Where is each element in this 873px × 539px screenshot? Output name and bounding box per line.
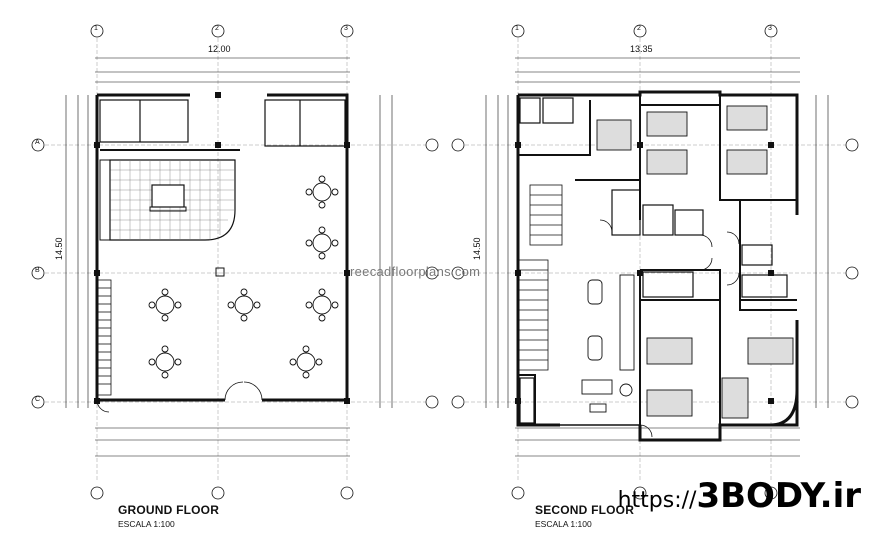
grid-col-label-2-second: 2	[637, 25, 641, 32]
ground-kitchen	[99, 159, 236, 241]
second-floor-scale: ESCALA 1:100	[535, 519, 592, 529]
ground-floor-title: GROUND FLOOR	[118, 503, 220, 517]
second-interior-walls	[518, 92, 797, 430]
watermark-text: reecadfloorplans.com	[350, 264, 481, 279]
second-bathrooms	[519, 97, 788, 424]
second-stairs	[517, 184, 563, 371]
grid-col-label-3: 3	[344, 25, 348, 32]
ground-bathrooms	[99, 99, 346, 151]
ground-doors	[96, 381, 263, 413]
second-grid-markers	[451, 24, 859, 500]
grid-col-label-1: 1	[94, 25, 98, 32]
second-outer-walls	[516, 90, 799, 442]
brand-prefix: https://	[617, 488, 697, 513]
second-width-dimension: 13.35	[630, 44, 653, 54]
ground-height-dimension: 14.50	[54, 237, 64, 260]
second-columns	[515, 142, 774, 404]
grid-row-label-a: A	[35, 139, 40, 146]
second-living-furniture	[581, 274, 635, 413]
ground-outer-walls	[95, 93, 349, 402]
second-curved-corner	[769, 389, 799, 427]
ground-columns	[94, 92, 350, 404]
grid-row-label-c: C	[35, 396, 41, 403]
ground-grid-lines	[45, 38, 430, 480]
second-beds	[596, 105, 794, 419]
grid-col-label-2: 2	[215, 25, 219, 32]
ground-grid-markers	[31, 24, 439, 500]
ground-width-dimension: 12.00	[208, 44, 231, 54]
ground-dining-tables	[148, 175, 339, 379]
ground-center-column	[215, 267, 225, 277]
ground-stairs	[96, 279, 112, 396]
grid-col-label-3-second: 3	[768, 25, 772, 32]
ground-floor-scale: ESCALA 1:100	[118, 519, 175, 529]
second-doors	[599, 219, 740, 438]
grid-row-label-b: B	[35, 267, 40, 274]
brand-name: 3BODY.ir	[696, 476, 861, 516]
second-height-dimension: 14.50	[472, 237, 482, 260]
brand-logo: https://3BODY.ir	[618, 476, 861, 516]
ground-floor-plan	[31, 24, 439, 500]
grid-col-label-1-second: 1	[515, 25, 519, 32]
second-floor-plan	[451, 24, 859, 500]
second-floor-title: SECOND FLOOR	[535, 503, 635, 517]
ground-dimension-lines	[65, 57, 393, 457]
